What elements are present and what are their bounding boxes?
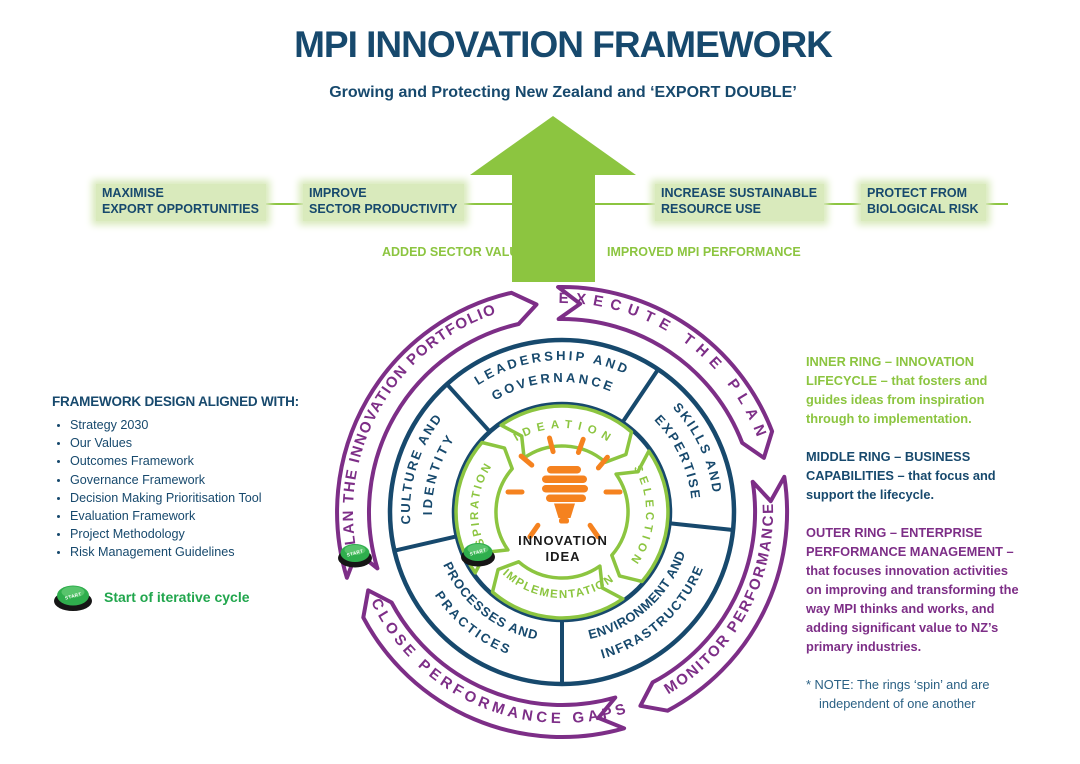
- ring-descriptions-panel: INNER RING – INNOVATION LIFECYCLE – that…: [806, 352, 1022, 732]
- list-item: Project Methodology: [70, 525, 324, 543]
- goal-line: PROTECT FROM: [867, 186, 967, 200]
- button-highlight: [344, 545, 366, 555]
- goal-line: INCREASE SUSTAINABLE: [661, 186, 818, 200]
- goal-line: RESOURCE USE: [661, 201, 762, 216]
- description-body: that fosters and guides ideas from inspi…: [806, 373, 988, 426]
- middle-ring-divider: [445, 382, 492, 434]
- spin-note: * NOTE: The rings ‘spin’ and are indepen…: [806, 677, 990, 711]
- start-button-outer-ring: START: [338, 544, 372, 568]
- start-button-inner-ring: START: [461, 543, 495, 567]
- middle-ring-divider: [669, 521, 734, 532]
- goal-increase-sustainable-resource-use: INCREASE SUSTAINABLE RESOURCE USE: [655, 184, 825, 221]
- inner-segment-inspiration: [454, 440, 514, 575]
- goal-maximise-export-opportunities: MAXIMISE EXPORT OPPORTUNITIES: [96, 184, 266, 221]
- goal-line: SECTOR PRODUCTIVITY: [309, 201, 458, 216]
- goal-line: BIOLOGICAL RISK: [867, 201, 979, 216]
- big-up-arrow: [470, 116, 636, 282]
- middle-ring-description: MIDDLE RING – BUSINESS CAPABILITIES – th…: [806, 447, 1022, 504]
- goal-line: MAXIMISE: [102, 186, 164, 200]
- description-body: that focus and support the lifecycle.: [806, 468, 996, 502]
- outer-segment-monitor: [638, 474, 790, 713]
- framework-design-panel: FRAMEWORK DESIGN ALIGNED WITH: Strategy …: [52, 394, 324, 562]
- description-body: that focuses innovation activities on im…: [806, 563, 1019, 654]
- goal-line: EXPORT OPPORTUNITIES: [102, 201, 259, 216]
- inner-segment-implementation: [490, 560, 625, 620]
- middle-ring-divider: [393, 534, 458, 553]
- middle-ring-divider: [620, 368, 660, 424]
- bulb-rays: [505, 435, 623, 540]
- button-highlight: [61, 586, 85, 598]
- lightbulb-icon: [542, 466, 588, 524]
- caption-improved-mpi-performance: IMPROVED MPI PERFORMANCE: [607, 245, 801, 259]
- button-label: START: [346, 548, 364, 557]
- start-cycle-legend: START Start of iterative cycle: [52, 581, 250, 612]
- list-item: Outcomes Framework: [70, 452, 324, 470]
- framework-rings-diagram: PLAN THE INNOVATION PORTFOLIO EXECUTE TH…: [335, 284, 790, 740]
- start-button-icon: START: [54, 585, 92, 611]
- center-label-line1: INNOVATION: [518, 533, 608, 548]
- description-lead: INNER RING – INNOVATION LIFECYCLE –: [806, 354, 975, 388]
- outer-segment-close: [361, 588, 627, 740]
- list-item: Governance Framework: [70, 471, 324, 489]
- button-label: START: [64, 591, 82, 600]
- description-lead: MIDDLE RING – BUSINESS CAPABILITIES –: [806, 449, 971, 483]
- outer-segment-execute: [556, 284, 775, 460]
- start-legend-label: Start of iterative cycle: [104, 588, 250, 605]
- page-subtitle: Growing and Protecting New Zealand and ‘…: [329, 84, 797, 101]
- list-item: Decision Making Prioritisation Tool: [70, 489, 324, 507]
- list-item: Our Values: [70, 434, 324, 452]
- center-label-line2: IDEA: [545, 549, 580, 564]
- inner-ring-description: INNER RING – INNOVATION LIFECYCLE – that…: [806, 352, 1022, 428]
- inner-ring: [454, 404, 670, 620]
- goal-line: IMPROVE: [309, 186, 367, 200]
- list-item: Risk Management Guidelines: [70, 543, 324, 561]
- description-lead: OUTER RING – ENTERPRISE PERFORMANCE MANA…: [806, 525, 1014, 559]
- button-highlight: [467, 544, 489, 554]
- goal-protect-from-biological-risk: PROTECT FROM BIOLOGICAL RISK: [861, 184, 986, 221]
- innovation-idea-center: INNOVATION IDEA: [505, 435, 623, 564]
- framework-design-heading: FRAMEWORK DESIGN ALIGNED WITH:: [52, 394, 299, 409]
- framework-design-list: Strategy 2030 Our Values Outcomes Framew…: [52, 416, 324, 562]
- list-item: Evaluation Framework: [70, 507, 324, 525]
- button-label: START: [469, 547, 487, 556]
- goal-improve-sector-productivity: IMPROVE SECTOR PRODUCTIVITY: [303, 184, 465, 221]
- outer-ring-description: OUTER RING – ENTERPRISE PERFORMANCE MANA…: [806, 523, 1022, 656]
- caption-added-sector-value: ADDED SECTOR VALUE: [382, 245, 527, 259]
- inner-segment-ideation: [499, 404, 634, 464]
- up-arrow-shape: [470, 116, 636, 282]
- inner-segment-selection: [610, 449, 670, 584]
- page-title: MPI INNOVATION FRAMEWORK: [294, 24, 833, 65]
- list-item: Strategy 2030: [70, 416, 324, 434]
